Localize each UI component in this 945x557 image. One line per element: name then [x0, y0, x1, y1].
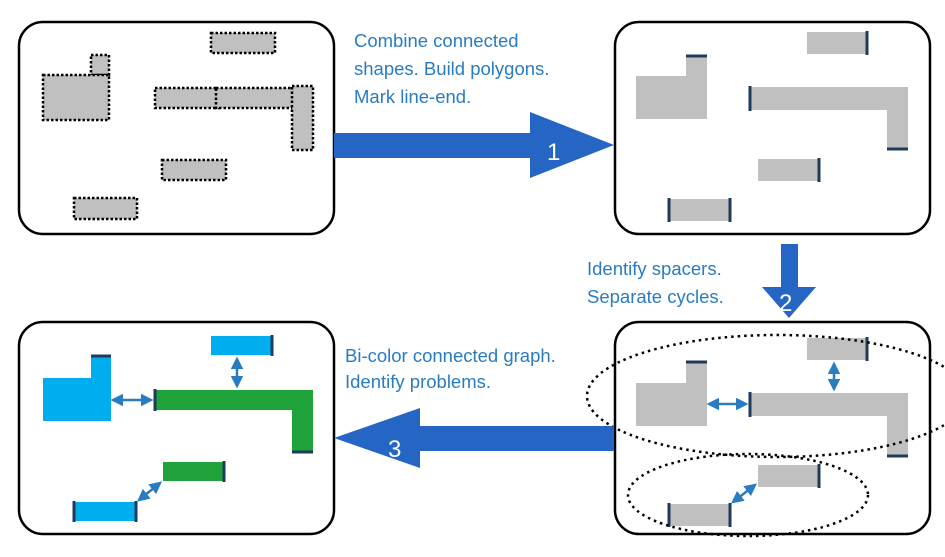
polygon [807, 32, 867, 54]
cycle-ellipse [585, 333, 945, 459]
caption-line: shapes. Build polygons. [354, 58, 549, 79]
panel-bicolor [17, 320, 336, 536]
raw-shape [153, 86, 220, 110]
polygon [636, 56, 707, 119]
cycle-ellipse [626, 452, 870, 538]
caption-line: Separate cycles. [587, 286, 724, 307]
caption-step-1: Combine connected shapes. Build polygons… [354, 30, 549, 107]
panel-raw-shapes [17, 20, 336, 236]
panel-frame [613, 320, 932, 536]
color-a-shape [211, 336, 272, 355]
step-arrow-1: 1 [334, 112, 614, 178]
polygon [807, 338, 867, 360]
block-arrow-down [762, 244, 816, 318]
panel-frame [17, 20, 336, 236]
raw-shape [41, 73, 111, 122]
polygon [758, 159, 819, 181]
caption-line: Combine connected [354, 30, 519, 51]
step-number: 1 [547, 139, 560, 166]
polygon [669, 504, 730, 526]
block-arrow-left [334, 408, 614, 468]
panel-frame [17, 320, 336, 536]
polygon [750, 393, 908, 456]
step-arrow-3: 3 [334, 408, 614, 468]
polygon [669, 199, 730, 221]
caption-step-2: Identify spacers. Separate cycles. [587, 258, 724, 307]
spacer-arrow [137, 481, 162, 502]
panel-polygons [613, 20, 932, 236]
raw-shape [72, 196, 139, 221]
raw-shape [209, 31, 277, 55]
polygon [636, 362, 707, 426]
raw-shape [160, 158, 228, 182]
step-number: 2 [779, 290, 792, 317]
color-a-shape [74, 502, 136, 521]
raw-shape [89, 53, 111, 77]
polygon [750, 87, 908, 149]
color-a-shape [43, 356, 111, 421]
step-number: 3 [388, 436, 401, 463]
polygon [758, 465, 819, 487]
caption-step-3: Bi-color connected graph. Identify probl… [345, 345, 556, 392]
panel-frame [613, 20, 932, 236]
caption-line: Identify spacers. [587, 258, 722, 279]
caption-line: Bi-color connected graph. [345, 345, 556, 366]
panel-spacers [585, 320, 945, 538]
caption-line: Mark line-end. [354, 86, 471, 107]
caption-line: Identify problems. [345, 371, 491, 392]
block-arrow-right [334, 112, 614, 178]
color-b-shape [163, 462, 224, 481]
step-arrow-2: 2 [762, 244, 816, 318]
spacer-arrow [731, 483, 757, 504]
raw-shape [290, 84, 315, 152]
color-b-shape [155, 390, 313, 452]
